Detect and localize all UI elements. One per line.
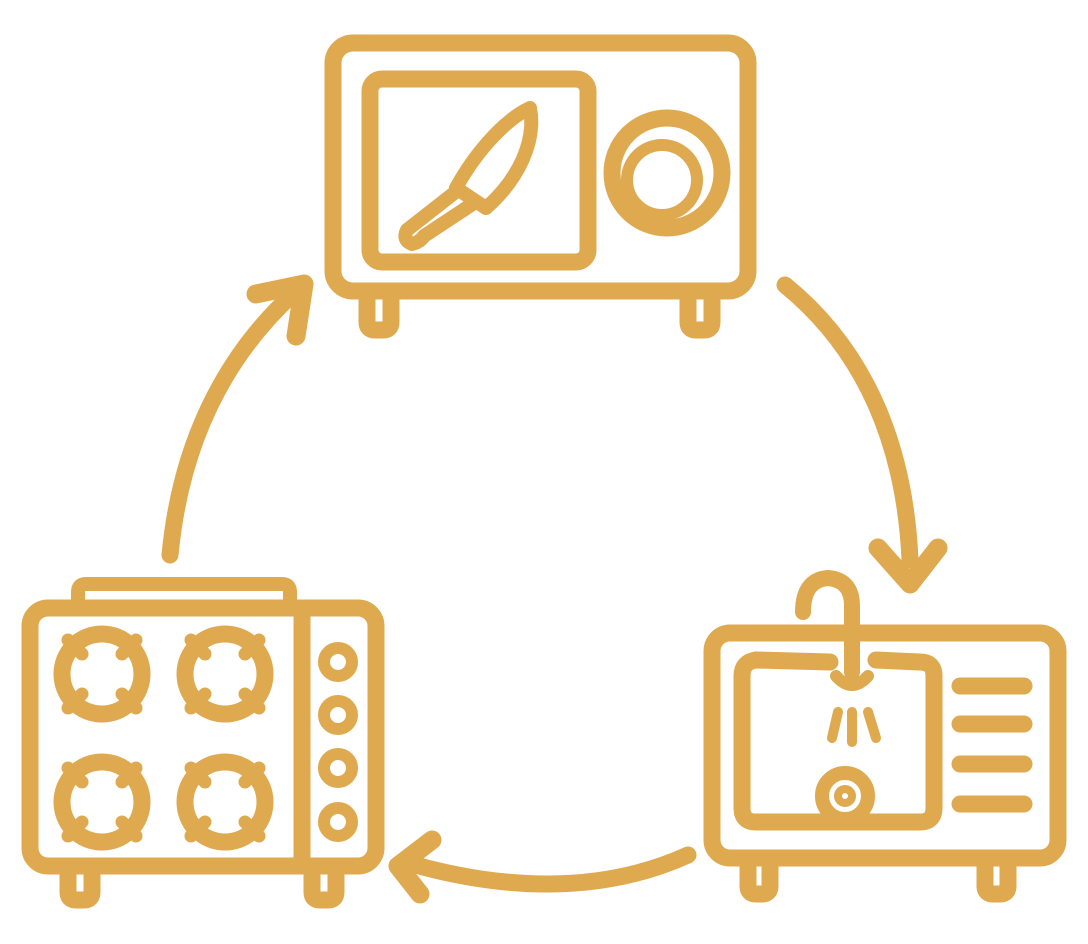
arrow-prep-to-wash xyxy=(776,276,948,594)
burner-icon xyxy=(176,625,274,723)
sink-faucet-icon xyxy=(703,570,1067,903)
dial-knob-icon xyxy=(603,109,731,237)
cutting-board-knife-icon xyxy=(324,34,757,339)
stove-burners-icon xyxy=(21,577,385,909)
stove-knobs-icon xyxy=(318,642,358,842)
arrow-wash-to-cook xyxy=(388,830,697,904)
burner-icon xyxy=(53,753,151,851)
burner-icon xyxy=(176,753,274,851)
burner-icon xyxy=(53,625,151,723)
arrow-cook-to-prep xyxy=(161,274,314,564)
knife-icon xyxy=(398,101,539,251)
